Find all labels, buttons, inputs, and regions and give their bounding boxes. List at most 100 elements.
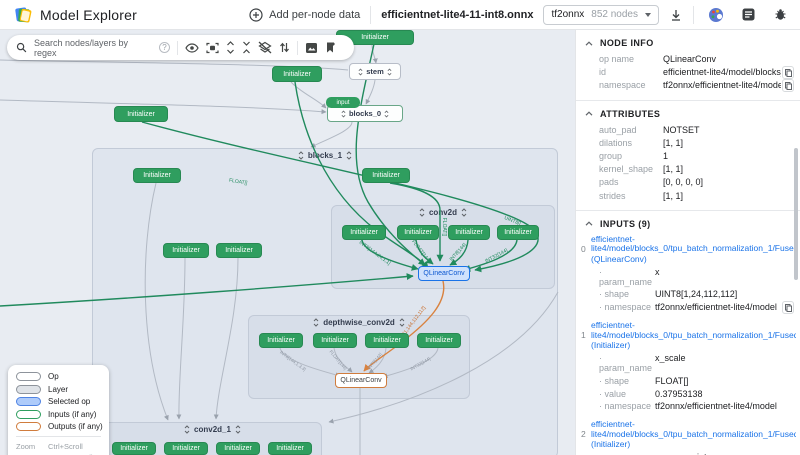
graph-node-initializer[interactable]: Initializer xyxy=(133,168,181,183)
bookmark-add-icon xyxy=(327,42,335,53)
layer-label-blocks_1[interactable]: blocks_1 xyxy=(93,151,557,160)
unfold-icon xyxy=(313,318,319,327)
fit-to-screen-button[interactable] xyxy=(206,42,219,54)
input-node-link[interactable]: efficientnet- lite4/model/blocks_0/tpu_b… xyxy=(591,419,796,439)
graph-canvas[interactable]: blocks_1 conv2d depthwise_conv2d xyxy=(0,30,575,455)
collapse-all-layers-button[interactable] xyxy=(242,41,251,54)
app-title: Model Explorer xyxy=(40,6,137,23)
article-icon xyxy=(742,8,755,21)
download-icon xyxy=(672,9,680,21)
theme-palette-button[interactable] xyxy=(708,7,724,23)
unfold-icon xyxy=(358,67,363,76)
flatten-layers-button[interactable] xyxy=(258,41,272,54)
layer-label-depthwise_conv2d[interactable]: depthwise_conv2d xyxy=(249,318,469,327)
dropdown-caret-icon xyxy=(645,12,651,17)
panel-scrollbar[interactable] xyxy=(794,148,798,280)
unfold-more-icon xyxy=(227,41,234,54)
chevron-up-icon[interactable] xyxy=(585,111,593,116)
brand: Model Explorer xyxy=(14,6,137,24)
copy-button[interactable] xyxy=(782,301,794,315)
edge-label: INT8[144,24,1,1] xyxy=(358,240,392,267)
input-item: 2 efficientnet- lite4/model/blocks_0/tpu… xyxy=(576,420,800,455)
input-param-row: namespacetf2onnx/efficientnet-lite4/mode… xyxy=(591,301,800,315)
bookmark-add-button[interactable] xyxy=(325,41,336,54)
attr-row: kernel_shape[1, 1] xyxy=(599,164,684,175)
expand-all-layers-button[interactable] xyxy=(226,41,235,54)
graph-node-initializer[interactable]: Initializer xyxy=(365,333,409,348)
input-node-link[interactable]: efficientnet- lite4/model/blocks_0/tpu_b… xyxy=(591,320,796,340)
input-node-link[interactable]: efficientnet- lite4/model/blocks_0/tpu_b… xyxy=(591,233,796,254)
divider xyxy=(297,40,298,55)
graph-node-initializer[interactable]: Initializer xyxy=(259,333,303,348)
graph-node-initializer[interactable]: Initializer xyxy=(164,442,208,455)
layer-label-conv2d_1[interactable]: conv2d_1 xyxy=(104,425,321,434)
chevron-up-icon[interactable] xyxy=(585,221,593,226)
section-inputs: INPUTS (9) 0 efficientnet- lite4/model/b… xyxy=(576,211,800,455)
graph-name: tf2onnx xyxy=(551,9,585,20)
graph-node-initializer[interactable]: Initializer xyxy=(163,243,209,258)
legend-selected-swatch xyxy=(16,397,41,406)
copy-button[interactable] xyxy=(782,66,794,80)
graph-node-initializer[interactable]: Initializer xyxy=(216,442,260,455)
divider xyxy=(16,436,101,437)
unfold-icon xyxy=(298,151,304,160)
swap-vert-icon xyxy=(280,42,289,53)
center-focus-icon xyxy=(206,42,219,53)
edge-label: FLOAT[144] xyxy=(328,349,347,371)
download-graph-button[interactable] xyxy=(669,8,683,22)
graph-node-initializer[interactable]: Initializer xyxy=(313,333,357,348)
help-icon[interactable]: ? xyxy=(159,42,170,53)
search-input[interactable]: Search nodes/layers by regex xyxy=(34,37,129,58)
trace-io-button[interactable] xyxy=(279,41,290,54)
top-bar: Model Explorer Add per-node data efficie… xyxy=(0,0,800,30)
unfold-icon xyxy=(419,208,425,217)
graph-node-initializer[interactable]: Initializer xyxy=(268,442,312,455)
unfold-icon xyxy=(461,208,467,217)
docs-button[interactable] xyxy=(741,7,756,22)
toggle-visibility-button[interactable] xyxy=(185,42,199,54)
graph-node-stem[interactable]: stem xyxy=(349,63,401,80)
graph-node-blocks_0[interactable]: blocks_0 xyxy=(327,105,403,122)
unfold-icon xyxy=(184,425,190,434)
graph-node-initializer[interactable]: Initializer xyxy=(216,243,262,258)
graph-node-qlinearconv-output[interactable]: QLinearConv xyxy=(335,373,387,388)
node-count: 852 nodes xyxy=(591,9,638,20)
graph-node-initializer[interactable]: Initializer xyxy=(397,225,439,240)
input-node-kind[interactable]: (Initializer) xyxy=(591,340,631,351)
input-node-kind[interactable]: (Initializer) xyxy=(591,439,631,450)
graph-node-initializer[interactable]: Initializer xyxy=(342,225,386,240)
input-node-kind[interactable]: (QLinearConv) xyxy=(591,253,647,264)
input-item: 1 efficientnet- lite4/model/blocks_0/tpu… xyxy=(576,321,800,418)
export-image-button[interactable] xyxy=(305,42,318,54)
chevron-up-icon[interactable] xyxy=(585,40,593,46)
info-row: namespacetf2onnx/efficientnet-lite4/mode… xyxy=(576,79,800,93)
report-bug-button[interactable] xyxy=(773,7,788,22)
layer-group-blocks_1[interactable]: blocks_1 xyxy=(92,148,558,455)
legend-op-swatch xyxy=(16,372,41,381)
graph-node-initializer[interactable]: Initializer xyxy=(112,442,156,455)
graph-selector-dropdown[interactable]: tf2onnx 852 nodes xyxy=(543,4,659,25)
graph-node-qlinearconv-selected[interactable]: QLinearConv xyxy=(418,266,470,281)
graph-node-initializer[interactable]: Initializer xyxy=(417,333,461,348)
info-row: idefficientnet-lite4/model/blocks_1/c... xyxy=(576,66,800,80)
divider xyxy=(177,40,178,55)
copy-icon xyxy=(784,68,792,77)
copy-button[interactable] xyxy=(782,79,794,93)
add-circle-icon xyxy=(249,7,263,22)
graph-node-initializer[interactable]: Initializer xyxy=(497,225,539,240)
add-per-node-data-button[interactable]: Add per-node data xyxy=(249,7,360,22)
attr-row: dilations[1, 1] xyxy=(599,137,684,148)
graph-node-initializer[interactable]: Initializer xyxy=(448,225,490,240)
graph-legend: Op Layer Selected op Inputs (if any) Out… xyxy=(8,365,109,455)
unfold-icon xyxy=(387,67,392,76)
graph-node-initializer[interactable]: Initializer xyxy=(362,168,410,183)
layer-label-conv2d[interactable]: conv2d xyxy=(332,208,554,217)
graph-node-initializer[interactable]: Initializer xyxy=(272,66,322,82)
graph-node-initializer[interactable]: Initializer xyxy=(114,106,168,122)
